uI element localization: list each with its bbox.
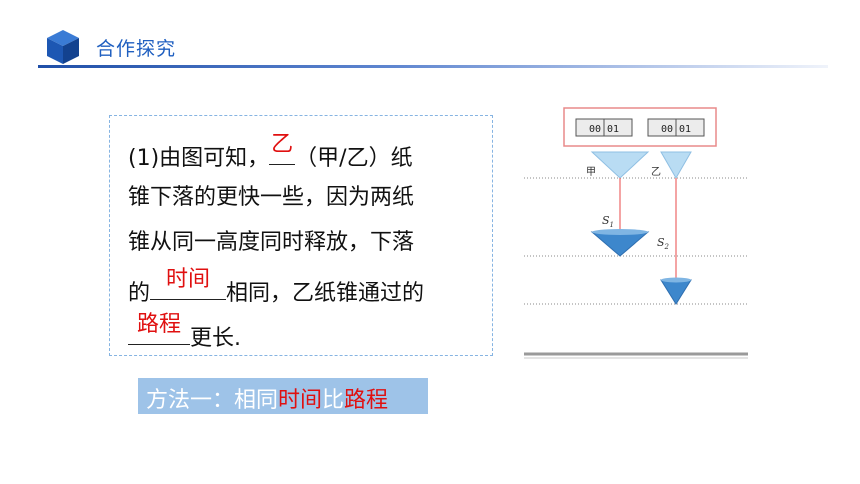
method-prefix: 方法一：相同 xyxy=(146,388,279,413)
falling-cone-diagram: 00 01 00 01 甲 乙 S1 S2 xyxy=(524,107,748,359)
question-text: 的 xyxy=(128,281,151,306)
question-line-4: 的时间相同，乙纸锥通过的 xyxy=(128,267,425,309)
question-line-2: 锥下落的更快一些，因为两纸 xyxy=(128,185,415,210)
answer-3: 路程 xyxy=(136,312,181,337)
cone-jia-end xyxy=(590,231,650,257)
method-highlight-time: 时间 xyxy=(278,388,323,413)
cone-yi-start xyxy=(660,151,692,180)
method-text: 方法一：相同时间比路程 xyxy=(146,382,388,414)
timer-right-text: 00 01 xyxy=(661,124,691,135)
timer-left-text: 00 01 xyxy=(589,124,619,135)
answer-blank-1: 乙 xyxy=(269,132,296,165)
question-line-5: 路程更长. xyxy=(128,312,241,354)
answer-1: 乙 xyxy=(271,132,294,157)
question-text: （甲/乙）纸 xyxy=(295,146,413,171)
answer-blank-3: 路程 xyxy=(128,312,190,345)
method-mid: 比 xyxy=(322,388,345,413)
question-line-1: (1)由图可知，乙（甲/乙）纸 xyxy=(128,132,413,174)
question-text: 相同，乙纸锥通过的 xyxy=(226,281,425,306)
method-highlight-distance: 路程 xyxy=(344,388,389,413)
label-yi: 乙 xyxy=(651,166,661,178)
answer-2: 时间 xyxy=(166,267,211,292)
header-underline xyxy=(38,65,828,68)
cone-jia-start xyxy=(590,151,650,179)
label-s2: S2 xyxy=(657,236,670,251)
cone-yi-end xyxy=(660,279,692,305)
question-text: 更长. xyxy=(190,326,241,351)
section-header: 合作探究 xyxy=(38,24,828,70)
page-title: 合作探究 xyxy=(96,38,177,60)
question-text: (1)由图可知， xyxy=(128,146,270,171)
label-s1: S1 xyxy=(602,214,614,229)
timer-frame xyxy=(563,107,717,147)
cube-icon xyxy=(47,30,79,64)
question-box: (1)由图可知，乙（甲/乙）纸 锥下落的更快一些，因为两纸 锥从同一高度同时释放… xyxy=(109,115,493,356)
label-jia: 甲 xyxy=(586,167,596,178)
question-line-3: 锥从同一高度同时释放，下落 xyxy=(128,230,415,255)
method-banner: 方法一：相同时间比路程 xyxy=(138,378,428,414)
answer-blank-2: 时间 xyxy=(150,267,227,300)
